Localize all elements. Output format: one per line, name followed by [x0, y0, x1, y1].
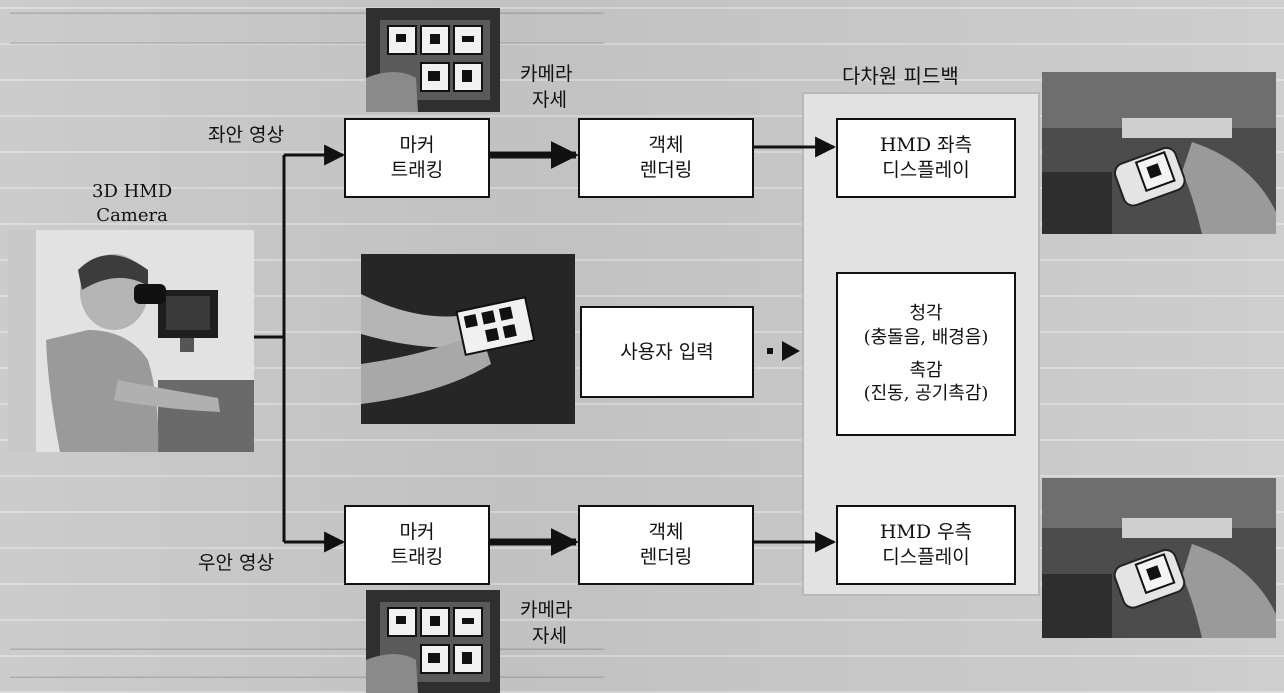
hmd-left-display-box: HMD 좌측 디스플레이: [836, 118, 1016, 198]
box-line: 사용자 입력: [620, 340, 714, 363]
camera-name-label: 3D HMD Camera: [92, 180, 172, 229]
hmd-user-photo: [8, 230, 254, 452]
box-line: 트래킹: [390, 159, 444, 181]
hmd-user-image: [8, 230, 254, 452]
marker-board-photo-top: [366, 8, 500, 112]
user-input-box: 사용자 입력: [580, 306, 754, 398]
label-line: 3D HMD: [92, 181, 173, 202]
box-line: HMD 우측: [879, 521, 973, 544]
box-line: 객체: [648, 134, 684, 157]
box-line: 마커: [399, 521, 435, 544]
box-line: HMD 좌측: [879, 134, 973, 157]
box-line: 촉감: [909, 360, 943, 381]
hmd-right-display-box: HMD 우측 디스플레이: [836, 505, 1016, 585]
hands-photo-image: [361, 254, 575, 424]
box-line: 마커: [399, 134, 435, 157]
marker-board-image: [366, 8, 500, 112]
box-line: 디스플레이: [882, 159, 970, 181]
marker-board-photo-bottom: [366, 590, 500, 693]
box-line: 청각: [909, 303, 943, 325]
left-image-label: 좌안 영상: [208, 124, 284, 146]
label-line: 자세: [532, 624, 567, 647]
box-line: (충돌음, 배경음): [863, 326, 989, 348]
label-line: Camera: [96, 205, 168, 227]
marker-tracking-bottom-box: 마커 트래킹: [344, 505, 490, 585]
camera-pose-bottom-label: 카메라 자세: [520, 598, 572, 649]
box-line: 트래킹: [390, 546, 444, 568]
marker-tracking-top-box: 마커 트래킹: [344, 118, 490, 198]
hmd-left-view-image: [1042, 72, 1276, 234]
arrow-input-to-feedback: [782, 341, 800, 361]
multi-feedback-label: 다차원 피드백: [842, 64, 959, 88]
box-line: 디스플레이: [882, 546, 970, 568]
box-line: 렌더링: [639, 546, 693, 568]
label-line: 카메라: [520, 599, 573, 621]
label-line: 카메라: [520, 63, 573, 85]
object-rendering-bottom-box: 객체 렌더링: [578, 505, 754, 585]
object-rendering-top-box: 객체 렌더링: [578, 118, 754, 198]
hmd-right-view-image: [1042, 478, 1276, 638]
marker-board-image: [366, 590, 500, 693]
feedback-box: 청각 (충돌음, 배경음) 촉감 (진동, 공기촉감): [836, 272, 1016, 436]
label-line: 자세: [532, 88, 567, 111]
arrow-input-dot: [767, 348, 773, 354]
box-line: 객체: [648, 521, 684, 544]
hmd-right-view-photo: [1042, 478, 1276, 638]
camera-pose-top-label: 카메라 자세: [520, 62, 572, 113]
user-input-photo: [361, 254, 575, 424]
box-line: 렌더링: [639, 159, 693, 181]
box-line: (진동, 공기촉감): [863, 383, 989, 405]
hmd-left-view-photo: [1042, 72, 1276, 234]
right-image-label: 우안 영상: [198, 552, 274, 574]
